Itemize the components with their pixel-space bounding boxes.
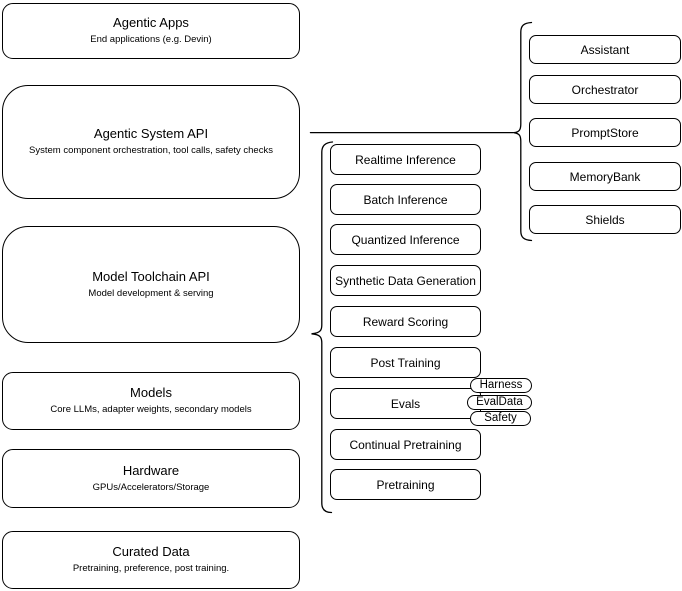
layer-subtitle: End applications (e.g. Devin) bbox=[90, 34, 212, 46]
toolchain-item-post-training: Post Training bbox=[330, 347, 481, 378]
layer-subtitle: Model development & serving bbox=[88, 287, 214, 299]
layer-title: Curated Data bbox=[112, 544, 190, 560]
toolchain-item-batch-inference: Batch Inference bbox=[330, 184, 481, 215]
layer-models: Models Core LLMs, adapter weights, secon… bbox=[2, 372, 300, 430]
system-component-shields: Shields bbox=[529, 205, 681, 234]
layer-agentic-system-api: Agentic System API System component orch… bbox=[2, 85, 300, 199]
layer-title: Model Toolchain API bbox=[92, 268, 210, 284]
eval-tag-safety: Safety bbox=[470, 411, 531, 426]
eval-tag-evaldata: EvalData bbox=[467, 395, 532, 410]
toolchain-item-quantized-inference: Quantized Inference bbox=[330, 224, 481, 255]
layer-title: Agentic Apps bbox=[113, 15, 189, 31]
toolchain-item-synthetic-data-generation: Synthetic Data Generation bbox=[330, 265, 481, 296]
layer-hardware: Hardware GPUs/Accelerators/Storage bbox=[2, 449, 300, 508]
layer-subtitle: GPUs/Accelerators/Storage bbox=[92, 481, 210, 493]
layer-subtitle: Core LLMs, adapter weights, secondary mo… bbox=[50, 404, 252, 416]
toolchain-item-reward-scoring: Reward Scoring bbox=[330, 306, 481, 337]
system-component-memorybank: MemoryBank bbox=[529, 162, 681, 191]
layer-agentic-apps: Agentic Apps End applications (e.g. Devi… bbox=[2, 3, 300, 59]
system-components-brace bbox=[513, 21, 533, 242]
system-component-orchestrator: Orchestrator bbox=[529, 75, 681, 104]
system-component-promptstore: PromptStore bbox=[529, 118, 681, 147]
layer-title: Hardware bbox=[122, 462, 180, 478]
layer-curated-data: Curated Data Pretraining, preference, po… bbox=[2, 531, 300, 589]
toolchain-item-pretraining: Pretraining bbox=[330, 469, 481, 500]
toolchain-item-continual-pretraining: Continual Pretraining bbox=[330, 429, 481, 460]
toolchain-item-realtime-inference: Realtime Inference bbox=[330, 144, 481, 175]
toolchain-brace bbox=[311, 141, 334, 514]
layer-subtitle: Pretraining, preference, post training. bbox=[72, 563, 230, 575]
system-component-assistant: Assistant bbox=[529, 35, 681, 64]
layer-title: Agentic System API bbox=[93, 126, 209, 142]
toolchain-item-evals: Evals bbox=[330, 388, 481, 419]
eval-tag-harness: Harness bbox=[470, 378, 532, 393]
layer-title: Models bbox=[130, 385, 172, 401]
layer-subtitle: System component orchestration, tool cal… bbox=[29, 145, 273, 157]
layer-model-toolchain-api: Model Toolchain API Model development & … bbox=[2, 226, 300, 343]
